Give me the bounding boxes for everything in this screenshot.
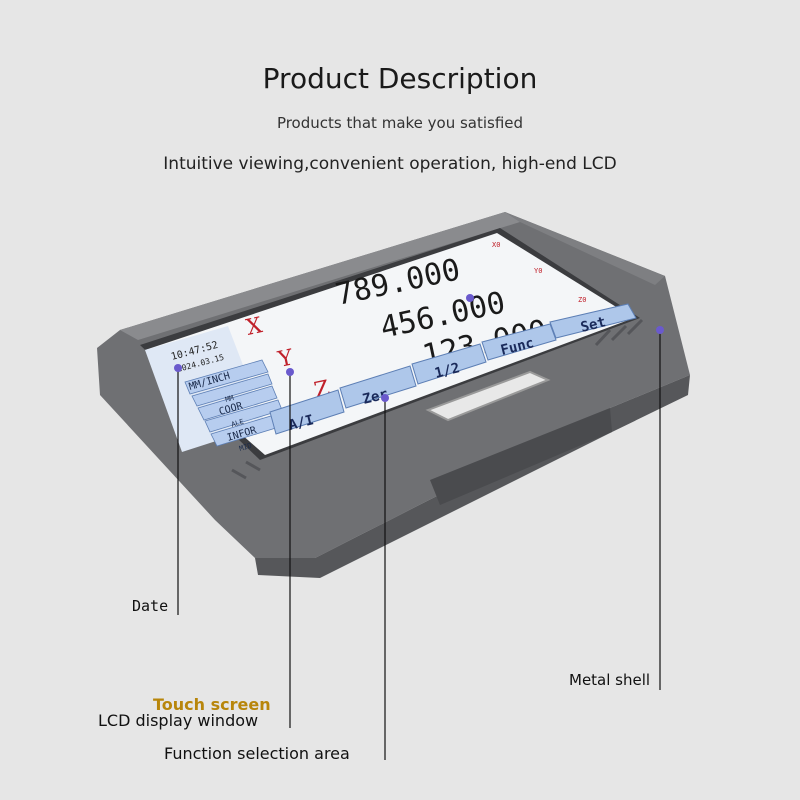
value-pointer-dot xyxy=(466,294,474,302)
function-pointer-dot xyxy=(381,394,389,402)
axis-z-tag: Z0 xyxy=(578,296,586,304)
tagline: Intuitive viewing,convenient operation, … xyxy=(163,154,617,174)
menu-coor-button[interactable] xyxy=(197,385,278,421)
callout-lcd-display: LCD display window xyxy=(98,711,259,730)
set-button-label: Set xyxy=(579,314,607,336)
device-bevel xyxy=(120,212,520,340)
callout-metal-shell: Metal shell xyxy=(569,671,651,689)
front-slot xyxy=(425,370,551,422)
menu-label-mm: MM xyxy=(224,394,234,404)
half-button[interactable] xyxy=(411,343,487,385)
callout-date: Date xyxy=(132,597,169,615)
func-button-label: Func xyxy=(499,335,536,359)
shell-grooves xyxy=(231,318,644,480)
page-title: Product Description xyxy=(262,62,538,95)
page-subtitle: Products that make you satisfied xyxy=(276,114,524,132)
date-pointer-dot xyxy=(174,364,182,372)
zero-button-label: Zer xyxy=(361,386,389,408)
menu-mm-inch-button[interactable] xyxy=(184,359,269,395)
device-bevel-right xyxy=(505,212,665,285)
menu-mm-button[interactable] xyxy=(191,373,273,407)
callout-function-area: Function selection area xyxy=(164,744,350,763)
func-button[interactable] xyxy=(481,323,557,361)
axis-y-tag: Y0 xyxy=(534,267,542,275)
callout-lines xyxy=(177,330,661,760)
axis-x-label: X xyxy=(244,313,265,341)
menu-label-mid: MID xyxy=(238,442,252,453)
abs-inc-button-label: A/I xyxy=(287,412,315,434)
menu-label-ale: ALE xyxy=(230,418,244,429)
axis-x-tag: X0 xyxy=(492,241,500,249)
lcd-pointer-dot xyxy=(286,368,294,376)
callout-touch-screen: Touch screen xyxy=(153,695,271,714)
device-base xyxy=(430,408,612,505)
zero-button[interactable] xyxy=(339,365,417,409)
half-button-label: 1/2 xyxy=(433,360,461,382)
abs-inc-button[interactable] xyxy=(269,389,345,435)
metal-pointer-dot xyxy=(656,326,664,334)
axis-y-label: Y xyxy=(275,345,296,373)
set-button[interactable] xyxy=(549,303,637,339)
